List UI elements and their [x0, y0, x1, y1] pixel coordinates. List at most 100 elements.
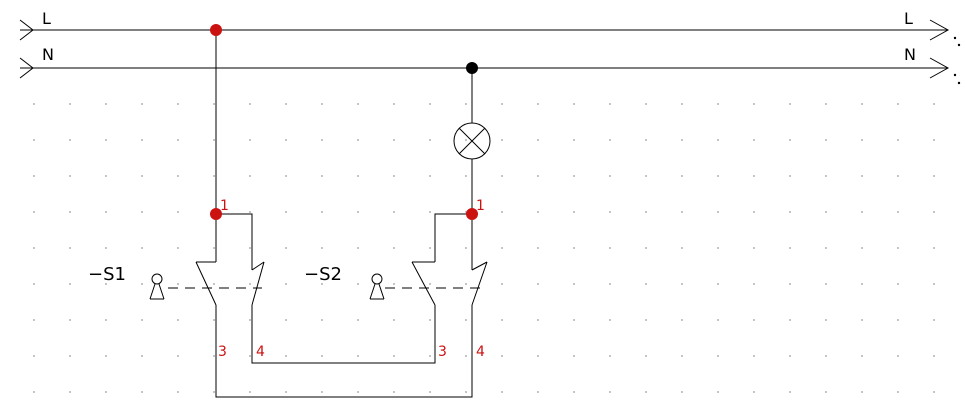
grid-dot	[285, 391, 287, 393]
grid-dot	[609, 211, 611, 213]
grid-dot	[861, 247, 863, 249]
grid-dot	[789, 175, 791, 177]
grid-dot	[357, 319, 359, 321]
phase-junction-node	[210, 24, 222, 36]
grid-dot	[717, 247, 719, 249]
grid-dot	[897, 283, 899, 285]
grid-dot	[357, 211, 359, 213]
grid-dot	[825, 139, 827, 141]
s2-blade-left	[411, 261, 436, 306]
grid-dot	[321, 211, 323, 213]
grid-dot	[609, 175, 611, 177]
grid-dot	[213, 355, 215, 357]
grid-dot	[537, 319, 539, 321]
grid-dot	[897, 247, 899, 249]
grid-dot	[609, 139, 611, 141]
grid-dot	[933, 355, 935, 357]
grid-dot	[321, 355, 323, 357]
grid-dot	[321, 391, 323, 393]
grid-dot	[933, 283, 935, 285]
grid-dot	[789, 319, 791, 321]
grid-dot	[429, 139, 431, 141]
phase-label-right: L	[904, 9, 913, 28]
grid-dot	[753, 247, 755, 249]
grid-dot	[717, 283, 719, 285]
grid-dot	[285, 319, 287, 321]
grid-dot	[897, 319, 899, 321]
grid-dot	[645, 355, 647, 357]
grid-dot	[177, 319, 179, 321]
traveler-wire-inner	[251, 305, 436, 364]
grid-dot	[465, 247, 467, 249]
grid-dot	[357, 139, 359, 141]
grid-dot	[897, 391, 899, 393]
grid-dot	[141, 283, 143, 285]
grid-dot	[465, 319, 467, 321]
grid-dot	[141, 355, 143, 357]
grid-dot	[825, 283, 827, 285]
phase-rail: L L	[19, 9, 950, 41]
grid-dot	[861, 139, 863, 141]
grid-dot	[861, 175, 863, 177]
phase-output-arrow	[929, 19, 950, 41]
grid-dot	[861, 211, 863, 213]
grid-dot	[105, 175, 107, 177]
grid-dot	[213, 175, 215, 177]
s2-contact-hook	[471, 261, 488, 271]
grid-dot	[573, 355, 575, 357]
grid-dot	[69, 175, 71, 177]
s2-terminal-3: 3	[438, 344, 447, 360]
grid-dot	[609, 319, 611, 321]
grid-dot	[645, 139, 647, 141]
s1-blade-left	[195, 261, 217, 306]
grid-dot	[177, 175, 179, 177]
grid-dot	[33, 211, 35, 213]
grid-dot	[537, 211, 539, 213]
grid-dot	[573, 139, 575, 141]
grid-dot	[861, 283, 863, 285]
grid-dot	[933, 103, 935, 105]
continuation-dot	[953, 36, 957, 40]
grid-dot	[213, 247, 215, 249]
grid-dot	[429, 211, 431, 213]
grid-dot	[933, 175, 935, 177]
grid-dot	[681, 211, 683, 213]
grid-dot	[609, 391, 611, 393]
grid-dot	[537, 391, 539, 393]
grid-dot	[465, 283, 467, 285]
traveler-wire-outer	[215, 305, 473, 398]
grid-dot	[105, 283, 107, 285]
grid-dot	[69, 391, 71, 393]
grid-dot	[681, 283, 683, 285]
grid-dot	[573, 283, 575, 285]
grid-dot	[33, 283, 35, 285]
grid-dot	[321, 175, 323, 177]
grid-dot	[825, 355, 827, 357]
grid-dot	[285, 247, 287, 249]
grid-dot	[573, 175, 575, 177]
grid-dot	[753, 139, 755, 141]
grid-dot	[105, 319, 107, 321]
grid-dot	[213, 139, 215, 141]
grid-dot	[429, 355, 431, 357]
grid-dot	[753, 175, 755, 177]
grid-dot	[357, 103, 359, 105]
grid-dot	[393, 319, 395, 321]
grid-dot	[465, 355, 467, 357]
grid-dot	[177, 247, 179, 249]
s1-blade-right	[251, 261, 265, 306]
grid-dot	[897, 211, 899, 213]
grid-dot	[321, 103, 323, 105]
grid-dot	[249, 391, 251, 393]
grid-dot	[717, 391, 719, 393]
grid-dot	[393, 391, 395, 393]
grid-dot	[645, 283, 647, 285]
grid-dot	[789, 103, 791, 105]
grid-dot	[609, 247, 611, 249]
grid-dot	[501, 247, 503, 249]
grid-dot	[69, 355, 71, 357]
grid-dot	[249, 139, 251, 141]
grid-dot	[213, 103, 215, 105]
grid-dot	[933, 211, 935, 213]
grid-dot	[897, 139, 899, 141]
